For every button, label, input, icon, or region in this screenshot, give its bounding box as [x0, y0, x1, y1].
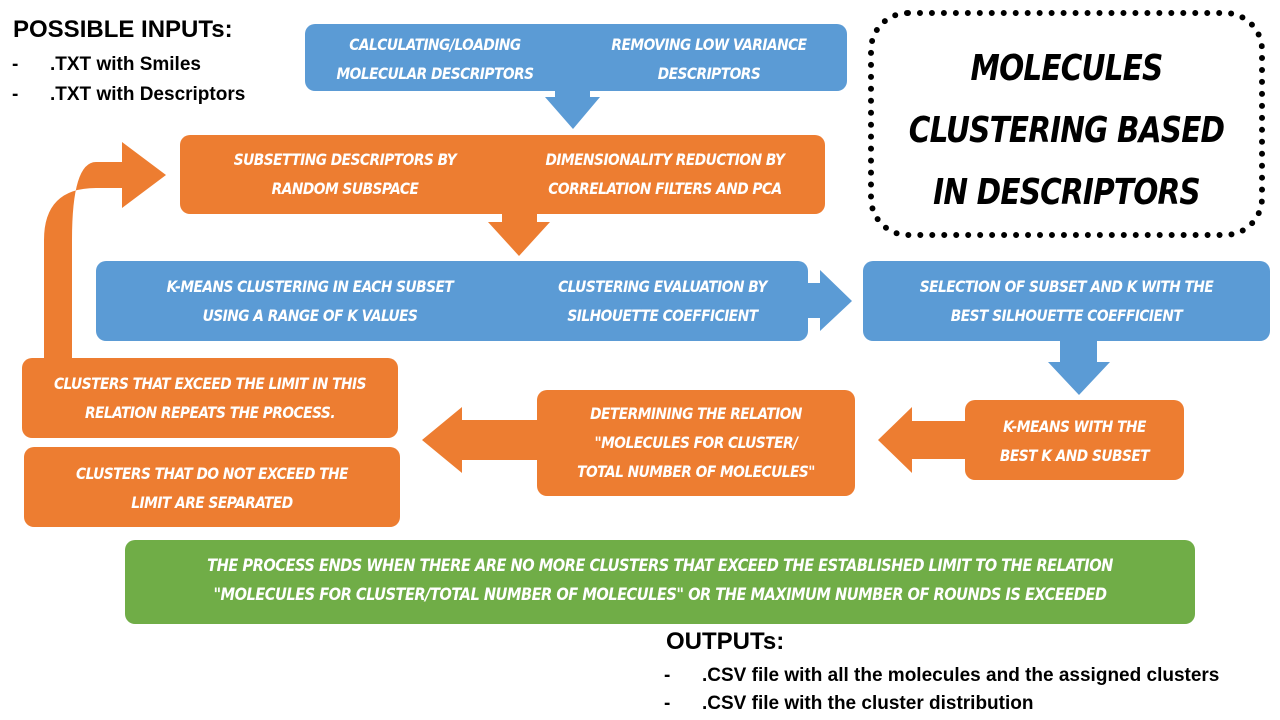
step-relation-box — [537, 390, 855, 496]
arrow-down-3 — [1048, 340, 1110, 395]
step-exceed-box — [22, 358, 398, 438]
arrow-down-1 — [545, 88, 600, 129]
arrow-left-2 — [422, 407, 538, 473]
arrow-left-1 — [878, 407, 966, 473]
input-item: -.TXT with Descriptors — [12, 84, 246, 105]
inputs-heading: POSSIBLE INPUTs: — [13, 16, 233, 43]
step-kmeans-box — [96, 261, 808, 341]
outputs-heading: OUTPUTs: — [666, 628, 785, 655]
step-relation: DETERMINING THE RELATION"MOLECULES FOR C… — [577, 404, 815, 481]
step-kbest-box — [965, 400, 1184, 480]
step-notexceed-box — [24, 447, 400, 527]
process-end-box — [125, 540, 1195, 624]
step-subset-box — [180, 135, 825, 214]
process-end-text: THE PROCESS ENDS WHEN THERE ARE NO MORE … — [207, 556, 1113, 605]
step-select-box — [863, 261, 1270, 341]
step-descriptors-box — [305, 24, 847, 91]
arrow-down-2 — [488, 210, 550, 256]
arrow-loop-back — [44, 142, 166, 362]
output-item: -.CSV file with all the molecules and th… — [664, 665, 1220, 686]
input-item: -.TXT with Smiles — [12, 54, 201, 75]
output-item: -.CSV file with the cluster distribution — [664, 693, 1034, 714]
arrow-right-1 — [805, 270, 852, 331]
